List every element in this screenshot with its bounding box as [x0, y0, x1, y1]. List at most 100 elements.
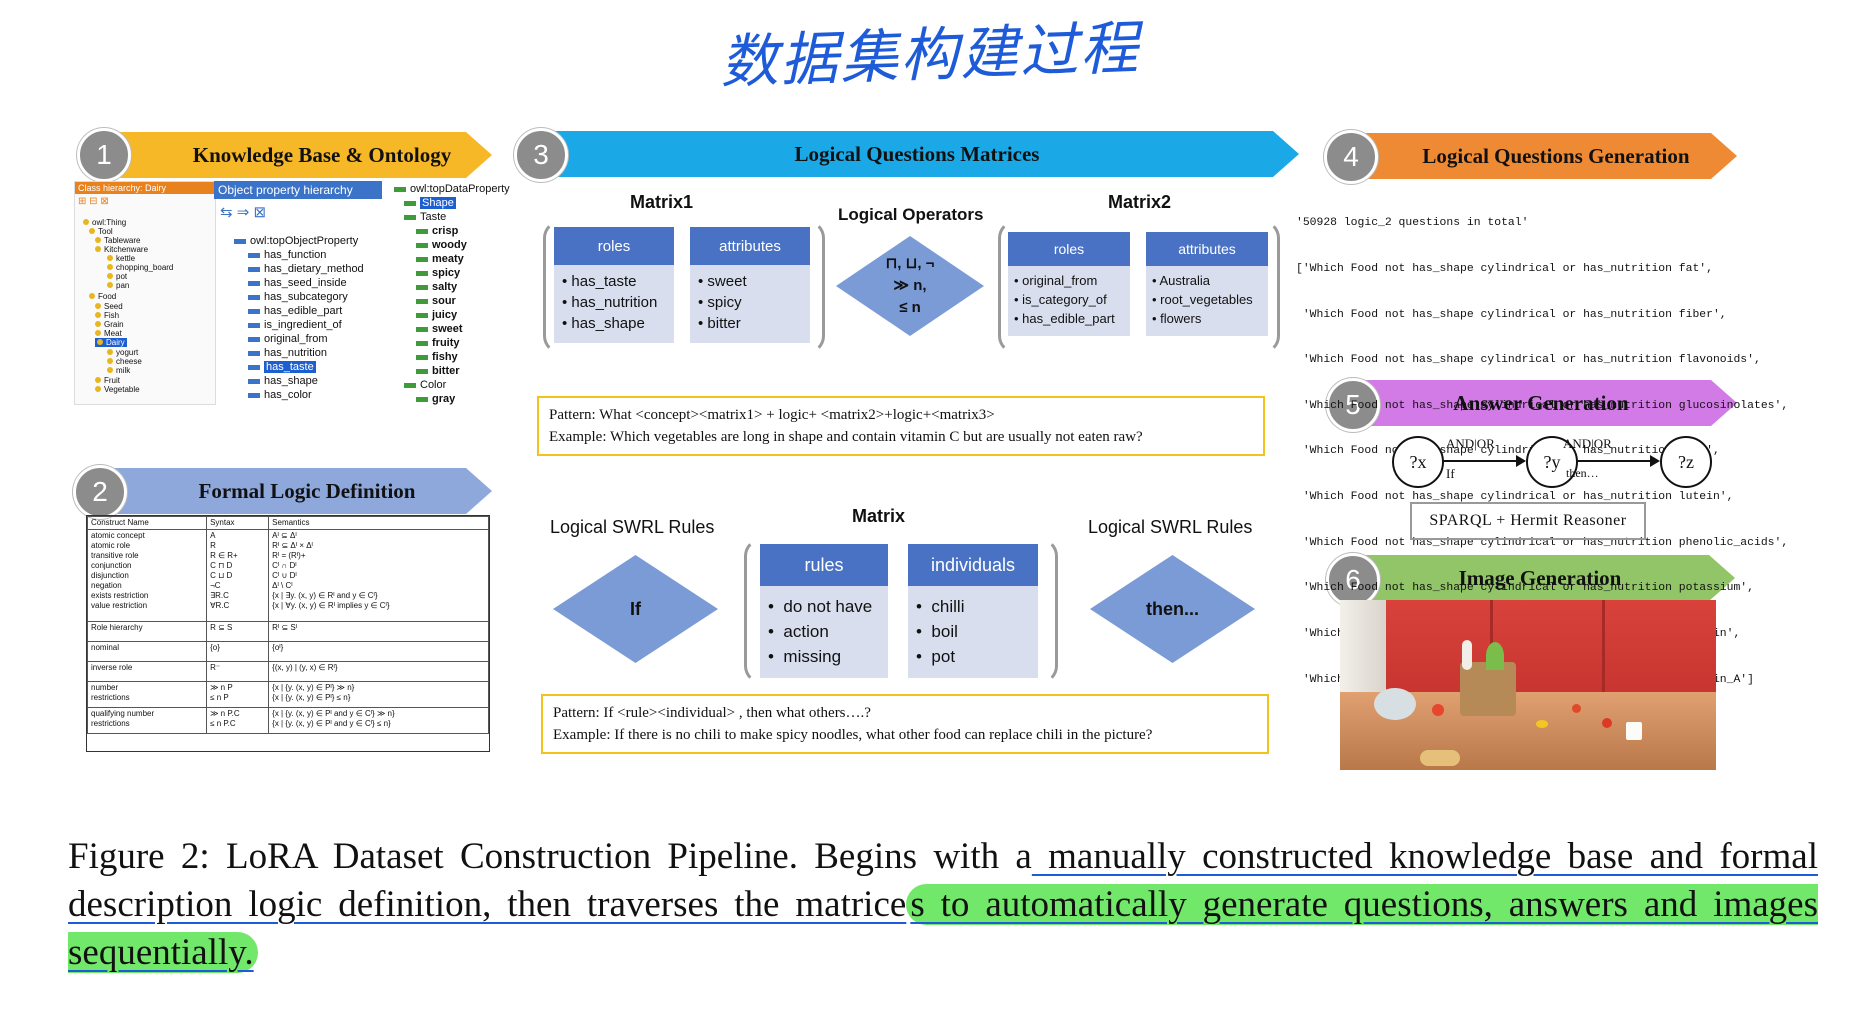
pattern-box-2: Pattern: If <rule><individual> , then wh… [541, 694, 1269, 754]
class-item: cheese [107, 357, 142, 366]
banner-title: Image Generation [1458, 565, 1622, 590]
list-item: • pot [916, 647, 956, 666]
table-cell: qualifying number restrictions [86, 707, 208, 734]
table-row: inverse role R⁻ {(x, y) | (y, x) ∈ Rᴵ} [86, 661, 489, 682]
edge-y-z [1578, 455, 1660, 467]
matrix1-col-header: roles [554, 227, 674, 265]
data-property-selected: Shape [404, 197, 456, 209]
tomato [1432, 704, 1444, 716]
table-cell: nominal [86, 641, 208, 662]
edge2-top-label: AND|OR [1563, 436, 1612, 451]
class-item: Vegetable [95, 385, 140, 394]
example-text: Example: If there is no chili to make sp… [553, 727, 1153, 743]
table-cell: R ⊆ S [206, 621, 270, 642]
class-item: Fruit [95, 376, 120, 385]
data-property: crisp [416, 225, 458, 237]
data-property: meaty [416, 253, 464, 265]
class-item: Kitchenware [95, 245, 148, 254]
table-cell: Rᴵ ⊆ Sᴵ [268, 621, 489, 642]
list-item: • root_vegetables [1152, 292, 1253, 307]
class-item: Food [89, 292, 116, 301]
list-item: • missing [768, 647, 842, 666]
data-property: salty [416, 281, 457, 293]
generated-kitchen-image [1340, 600, 1716, 770]
table-cell: number restrictions [86, 681, 208, 708]
bread [1420, 750, 1460, 766]
property-toolbar-icons: ⇆ ⇒ ⊠ [220, 204, 267, 221]
step-number: 5 [1326, 378, 1380, 432]
list-item: • boil [916, 622, 958, 641]
class-hierarchy-header: Class hierarchy: Dairy [75, 182, 215, 194]
list-item: • sweet [698, 273, 747, 290]
matrix-individuals-list: • chilli • boil • pot [908, 586, 1038, 678]
table-header: Construct Name [86, 516, 208, 530]
table-cell: ≫ n P ≤ n P [206, 681, 270, 708]
object-root: owl:topObjectProperty [234, 235, 358, 247]
figure-caption: Figure 2: LoRA Dataset Construction Pipe… [68, 833, 1818, 977]
object-property-panel: Object property hierarchy ⇆ ⇒ ⊠ owl:topO… [214, 181, 384, 403]
swrl-right-title: Logical SWRL Rules [1088, 517, 1253, 537]
matrix1-title: Matrix1 [630, 192, 694, 212]
class-item: Tableware [95, 236, 140, 245]
table-row: nominal {o} {oᴵ} [86, 641, 489, 662]
object-property: is_ingredient_of [248, 319, 342, 331]
data-property: fruity [416, 337, 460, 349]
class-item: Grain [95, 320, 124, 329]
class-item: owl:Thing [83, 218, 126, 227]
banner-image-generation: Image Generation [1345, 555, 1735, 601]
edge1-bottom-label: If [1446, 466, 1455, 481]
edge-x-y [1444, 455, 1526, 467]
list-item: • has_edible_part [1014, 311, 1115, 326]
matrix-col-header: rules [760, 544, 888, 586]
matrix1-attributes-list: • sweet • spicy • bitter [690, 265, 810, 343]
banner-matrices: Logical Questions Matrices [535, 131, 1299, 177]
matrix-rules-list: • do not have • action • missing [760, 586, 888, 678]
matrix2-frame [998, 220, 1280, 354]
class-item-selected: Dairy [95, 338, 127, 347]
class-item: chopping_board [107, 263, 173, 272]
matrix2-title: Matrix2 [1108, 192, 1172, 212]
data-property: spicy [416, 267, 460, 279]
table-cell: ≫ n P.C ≤ n P.C [206, 707, 270, 734]
class-toolbar-icons: ⊞ ⊟ ⊠ [78, 196, 109, 207]
class-item: pan [107, 281, 129, 290]
banner-title: Logical Questions Matrices [794, 141, 1040, 166]
data-property: gray [416, 393, 455, 405]
banner-formal-logic: Formal Logic Definition [92, 468, 492, 514]
pattern-text: Pattern: What <concept><matrix1> + logic… [549, 407, 995, 423]
class-item: Meat [95, 329, 122, 338]
data-property-panel: owl:topDataProperty Shape Taste crisp wo… [394, 181, 524, 405]
reasoner-box: SPARQL + Hermit Reasoner [1410, 502, 1646, 540]
cherry-tomato [1572, 704, 1581, 713]
list-item: • spicy [698, 294, 742, 311]
banner-knowledge-base: Knowledge Base & Ontology [92, 132, 492, 178]
node-y: ?y [1526, 436, 1578, 488]
swrl-if-label: If [630, 598, 641, 619]
object-property: has_shape [248, 375, 318, 387]
matrix2-attributes-list: • Australia • root_vegetables • flowers [1146, 266, 1268, 336]
data-root: owl:topDataProperty [394, 183, 510, 195]
plate [1374, 688, 1416, 720]
object-property-selected: has_taste [248, 361, 316, 373]
greens [1486, 642, 1504, 670]
list-item: • chilli [916, 597, 965, 616]
code-line: 'Which Food not has_shape cylindrical or… [1296, 308, 1727, 321]
matrix1-roles-list: • has_taste • has_nutrition • has_shape [554, 265, 674, 343]
banner-answer-generation: Answer Generation [1345, 380, 1737, 426]
data-property: fishy [416, 351, 458, 363]
data-property: juicy [416, 309, 457, 321]
table-header-row: Construct Name Syntax Semantics [86, 516, 489, 530]
cherry-tomato [1602, 718, 1612, 728]
list-item: • has_taste [562, 273, 637, 290]
matrix-col-header: individuals [908, 544, 1038, 586]
operator-line: ⊓, ⊔, ¬ [885, 255, 935, 272]
table-cell: inverse role [86, 661, 208, 682]
object-property: has_color [248, 389, 312, 401]
operators-title: Logical Operators [838, 205, 984, 224]
list-item: • has_nutrition [562, 294, 658, 311]
object-property: has_dietary_method [248, 263, 364, 275]
step-number: 3 [514, 128, 568, 182]
class-item: pot [107, 272, 127, 281]
swrl-if-diamond: If [553, 555, 718, 663]
table-cell: {(x, y) | (y, x) ∈ Rᴵ} [268, 661, 489, 682]
